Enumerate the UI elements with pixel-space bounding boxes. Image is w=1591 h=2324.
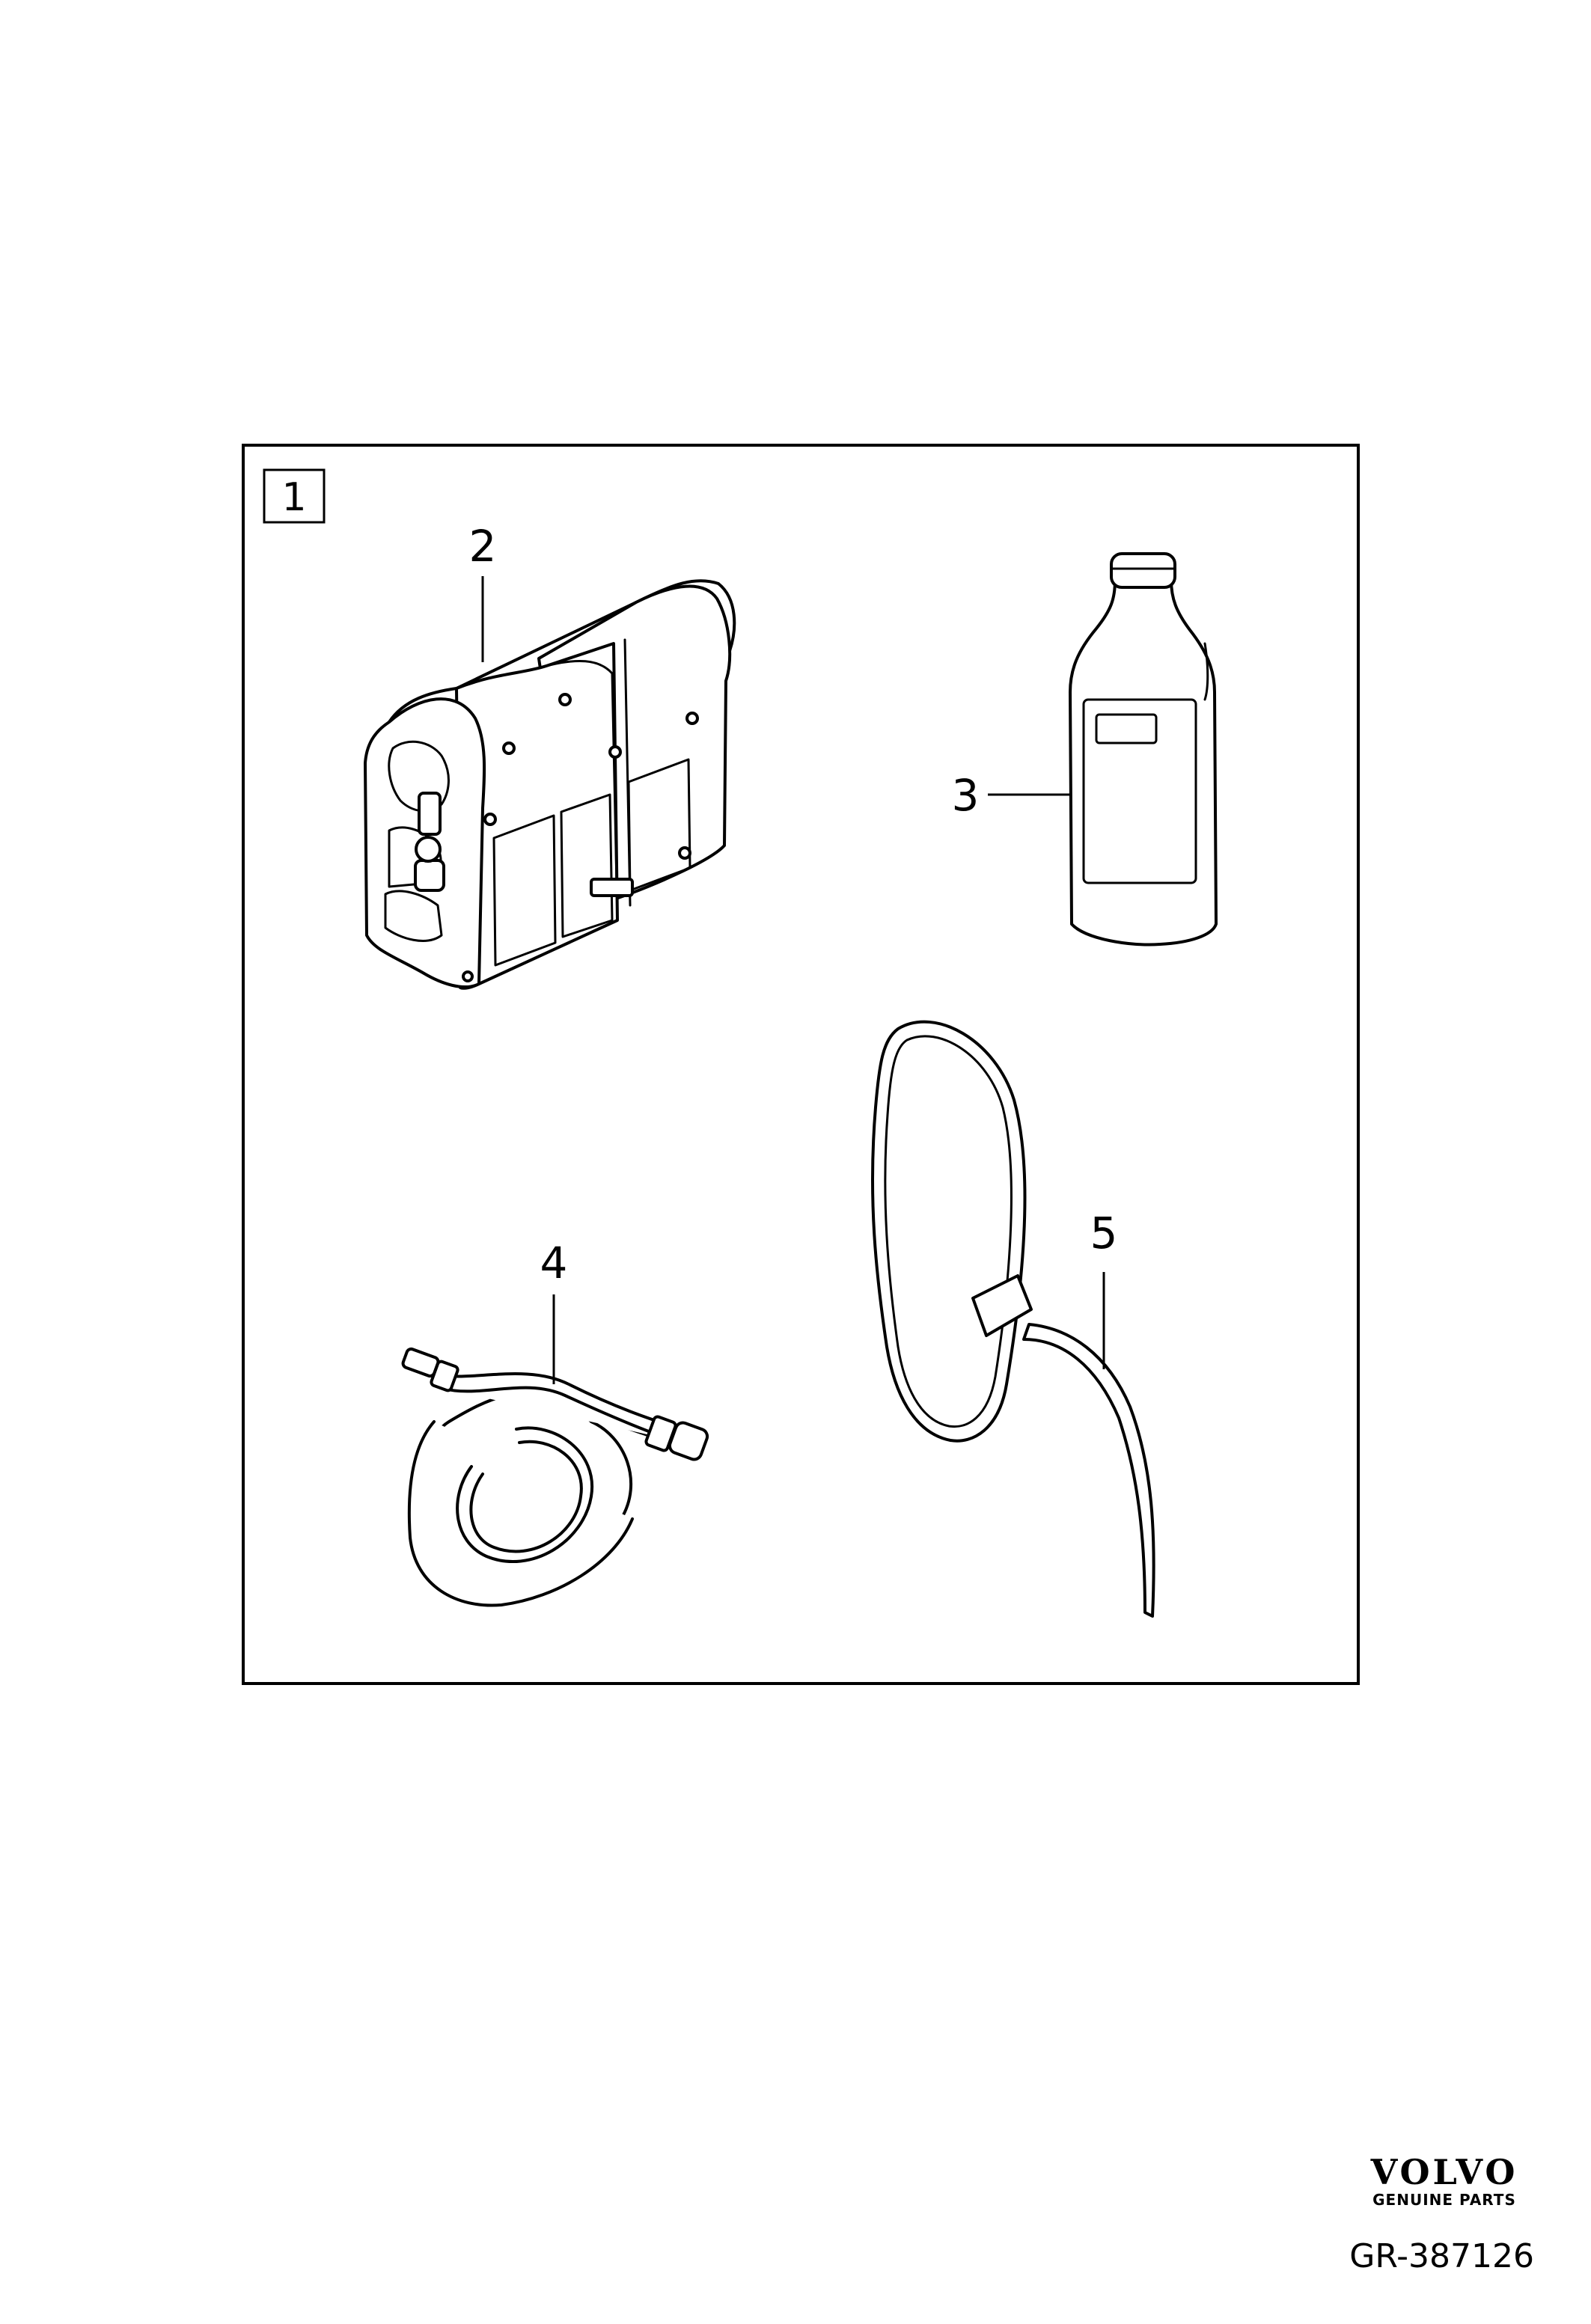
strap-illustration — [870, 1020, 1155, 1618]
volvo-logo: VOLVO — [1370, 2152, 1518, 2192]
compressor-illustration — [364, 579, 736, 990]
callout-number-2: 2 — [469, 521, 497, 572]
genuine-parts-label: GENUINE PARTS — [1372, 2191, 1516, 2209]
callout-number-3: 3 — [952, 770, 980, 821]
callout-number-5: 5 — [1090, 1208, 1118, 1259]
callout-number-4: 4 — [540, 1238, 568, 1288]
volvo-brand-mark: VOLVO GENUINE PARTS — [1347, 2153, 1542, 2209]
kit-number: 1 — [281, 475, 306, 520]
kit-frame — [242, 444, 1360, 1685]
air-hose-illustration — [401, 1347, 709, 1607]
kit-number-box — [263, 468, 326, 524]
diagram-reference: GR-387126 — [1349, 2237, 1534, 2275]
sealant-bottle-illustration — [1069, 552, 1218, 947]
